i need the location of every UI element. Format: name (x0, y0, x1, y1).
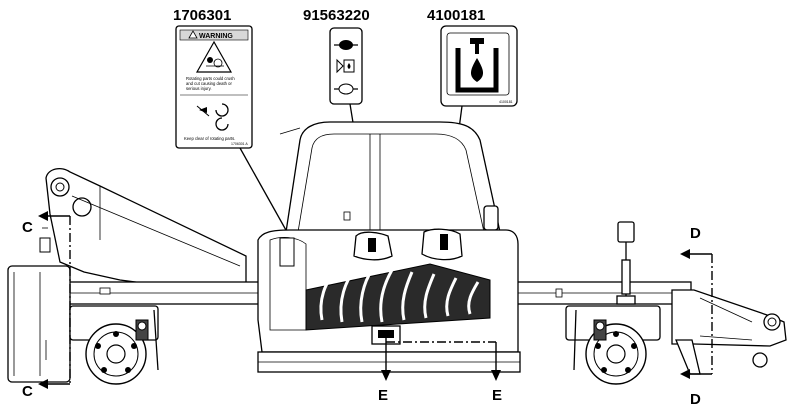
section-line-d: D D (680, 225, 713, 408)
section-d-bottom-label: D (690, 391, 701, 408)
callout-decal-middle: 91563220 (303, 7, 370, 24)
hydraulic-oil-decal: 4100181 (440, 25, 518, 107)
tow-bar (671, 289, 787, 375)
callout-decal-right: 4100181 (427, 7, 485, 24)
level-high-icon (334, 40, 358, 50)
chassis-frame (39, 281, 692, 305)
oil-decal-code: 4100181 (499, 100, 513, 104)
section-c-top-label: C (22, 219, 33, 236)
oil-sight-icon (336, 58, 355, 74)
boom-arm (39, 167, 247, 293)
section-c-bottom-label: C (22, 383, 33, 400)
hydraulic-reservoir-icon (455, 38, 499, 93)
engine-louvers (305, 263, 491, 331)
warning-decal-text-1: Rotating parts could crush (186, 76, 235, 81)
warning-triangle-icon (188, 30, 198, 39)
hitch-post (616, 221, 636, 305)
warning-decal-text-3: serious injury. (186, 86, 212, 91)
section-e-right-label: E (492, 387, 502, 404)
engine-cover (257, 228, 521, 373)
section-line-e: E E (378, 336, 502, 404)
left-axle-hub (69, 305, 159, 385)
level-low-icon (334, 83, 358, 95)
warning-decal-text-4: Keep clear of rotating parts. (184, 136, 235, 141)
oil-drop-icon (470, 58, 484, 82)
warning-decal-header: WARNING (199, 33, 233, 40)
warning-decal-text-2: and cut causing death or (186, 81, 232, 86)
callout-decal-left: 1706301 (173, 7, 231, 24)
keep-clear-icon (196, 103, 229, 131)
counterweight (7, 265, 71, 383)
crush-hazard-icon (195, 40, 233, 73)
section-e-left-label: E (378, 387, 388, 404)
section-line-c: C C (22, 211, 71, 400)
right-axle-hub (565, 305, 661, 385)
warning-decal-code: 1706301 A (231, 142, 248, 146)
cab (279, 121, 501, 233)
warning-decal: WARNING Rotating parts could crush and c… (175, 25, 253, 149)
fluid-level-decal (329, 27, 363, 105)
section-d-top-label: D (690, 225, 701, 242)
